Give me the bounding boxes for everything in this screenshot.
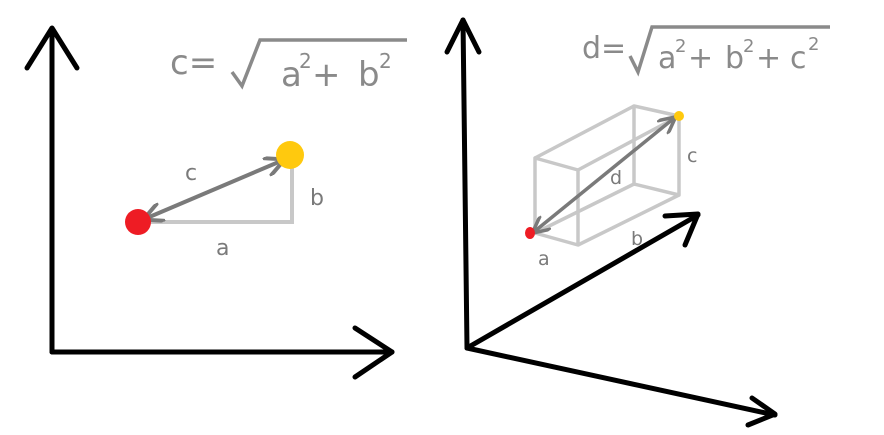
x-axis-3d xyxy=(464,345,778,418)
formula-2d-term-b: b xyxy=(358,55,380,95)
formula-3d-plus-2: + xyxy=(756,41,781,76)
start-point-3d xyxy=(525,227,535,239)
cuboid-wireframe xyxy=(533,104,681,247)
cuboid-edge-2 xyxy=(577,114,680,172)
formula-3d-exp-b: 2 xyxy=(743,36,754,57)
x-axis-arrowhead-3d xyxy=(745,395,778,428)
formula-2d-lhs: c= xyxy=(170,43,217,83)
label-c-3d: c xyxy=(687,145,697,167)
start-point-2d xyxy=(125,209,151,235)
y-axis-3d xyxy=(464,212,701,351)
x-axis-arrowhead-2d xyxy=(352,325,395,380)
formula-2d-exp-a: 2 xyxy=(299,49,312,73)
sqrt-sign-2d xyxy=(230,38,407,90)
cuboid-edge-1 xyxy=(534,104,635,160)
formula-3d-exp-c: 2 xyxy=(808,34,819,55)
label-a-2d: a xyxy=(216,236,229,261)
formula-2d-plus: + xyxy=(312,55,341,95)
label-a-3d: a xyxy=(538,248,550,270)
formula-3d-plus-1: + xyxy=(688,41,713,76)
label-d-3d: d xyxy=(610,167,622,189)
formula-3d-lhs: d= xyxy=(582,31,626,66)
formula-2d-term-a: a xyxy=(281,55,302,95)
sqrt-sign-3d xyxy=(628,25,830,77)
formula-3d: d= a 2 + b 2 + c 2 xyxy=(582,25,830,77)
diagram-2d: c= a 2 + b 2 c b a xyxy=(24,25,407,380)
formula-3d-term-b: b xyxy=(725,41,744,76)
space-diagonal-arrow-3d xyxy=(535,119,673,231)
label-b-3d: b xyxy=(631,228,643,250)
label-b-2d: b xyxy=(310,186,324,211)
axes-3d xyxy=(444,17,778,428)
formula-3d-exp-a: 2 xyxy=(675,36,686,57)
diagram-3d: d= a 2 + b 2 + c 2 d c b a xyxy=(444,17,830,428)
end-point-3d xyxy=(674,111,684,121)
formula-2d-exp-b: 2 xyxy=(379,49,392,73)
hypotenuse-arrow-2d xyxy=(147,161,281,218)
label-c-2d: c xyxy=(185,161,197,186)
z-axis-arrowhead-3d xyxy=(444,17,482,55)
formula-3d-term-a: a xyxy=(658,41,676,76)
z-axis-3d xyxy=(460,17,470,351)
axes-2d xyxy=(24,25,395,380)
y-axis-arrowhead-2d xyxy=(24,25,80,71)
formula-3d-term-c: c xyxy=(790,41,807,76)
formula-2d: c= a 2 + b 2 xyxy=(170,38,407,95)
end-point-2d xyxy=(276,141,304,169)
